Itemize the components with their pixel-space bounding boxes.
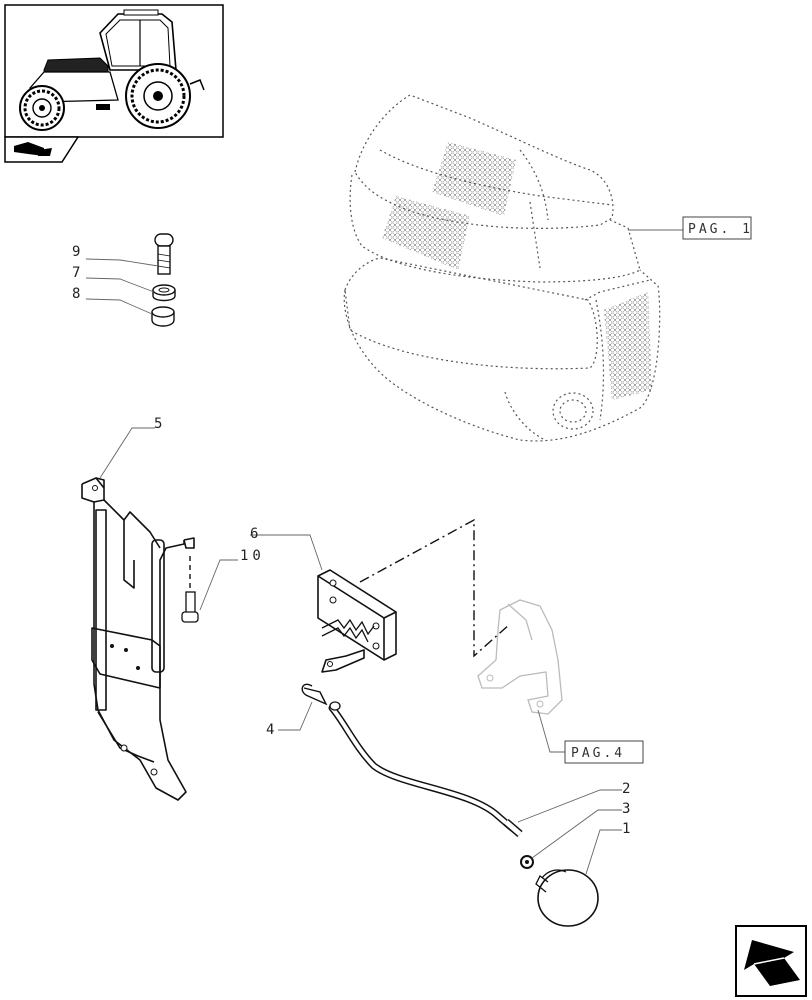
bracket-part-5 bbox=[81, 477, 195, 801]
pag4-reference[interactable]: PAG.4 bbox=[564, 740, 644, 764]
callout-9: 9 bbox=[72, 244, 80, 260]
callout-6: 6 bbox=[250, 526, 258, 542]
callout-10: 10 bbox=[240, 548, 265, 564]
tractor-thumbnail[interactable] bbox=[4, 4, 224, 138]
callout-4: 4 bbox=[266, 722, 274, 738]
pag1-reference[interactable]: PAG. 1 bbox=[682, 216, 753, 240]
next-page-arrow-icon bbox=[744, 940, 800, 986]
cotter-pin-part-4 bbox=[301, 683, 328, 706]
washer-part-7 bbox=[152, 284, 176, 302]
knob-part-1 bbox=[535, 869, 599, 927]
callout-7: 7 bbox=[72, 265, 80, 281]
bolt-part-10 bbox=[181, 591, 199, 623]
callout-3: 3 bbox=[622, 801, 630, 817]
hood-assembly-outline bbox=[343, 94, 661, 442]
pag4-label: PAG.4 bbox=[571, 746, 625, 761]
callout-8: 8 bbox=[72, 286, 80, 302]
tractor-icon bbox=[19, 9, 205, 131]
nut-part-8 bbox=[151, 306, 175, 327]
assembly-path-line bbox=[359, 518, 511, 658]
pag4-ghost-bracket bbox=[477, 599, 563, 715]
bolt-part-9 bbox=[154, 233, 174, 275]
latch-part-6 bbox=[317, 569, 397, 673]
next-page-button[interactable] bbox=[735, 925, 807, 997]
callout-5: 5 bbox=[154, 416, 162, 432]
model-reference-icon bbox=[14, 142, 52, 156]
callout-1: 1 bbox=[622, 821, 630, 837]
rod-part-2 bbox=[328, 701, 523, 838]
washer-part-3 bbox=[520, 855, 534, 869]
pag1-label: PAG. 1 bbox=[688, 222, 753, 237]
model-reference-tab[interactable] bbox=[4, 136, 80, 163]
pag4-leader bbox=[537, 709, 566, 753]
callout-2: 2 bbox=[622, 781, 630, 797]
